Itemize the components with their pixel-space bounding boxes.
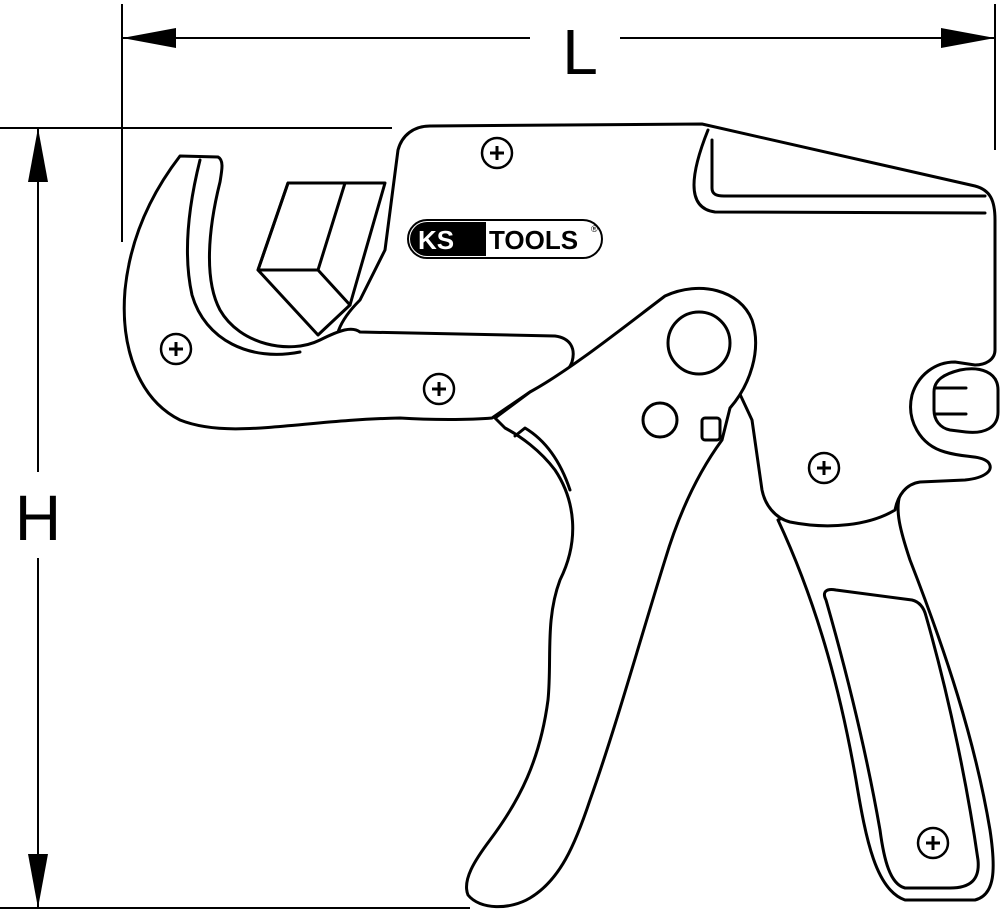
screw-top: [480, 136, 514, 170]
blade-block-edge: [316, 268, 352, 307]
brand-logo: KS TOOLS ®: [407, 219, 603, 259]
hook-jaw-inner-edge: [185, 158, 302, 356]
locking-knob: [932, 367, 1000, 434]
screw-jaw-left: [159, 332, 193, 366]
length-arrow-right: [941, 28, 995, 48]
length-label: L: [562, 16, 598, 88]
dimension-length: [121, 4, 996, 242]
screw-jaw-middle: [422, 372, 456, 406]
trigger-handle: [465, 287, 757, 909]
logo-black-capsule: [410, 222, 486, 256]
logo-brand-mark: KS: [418, 225, 454, 255]
logo-registered: ®: [591, 224, 598, 234]
screw-handle-bottom: [916, 826, 950, 860]
blade-guide-groove-inner: [710, 138, 987, 198]
height-arrow-top: [28, 128, 48, 182]
blade-block-front-face: [256, 181, 347, 272]
screws: [159, 136, 950, 860]
trigger-stop: [700, 416, 722, 442]
pivots: [641, 310, 732, 442]
dimension-height: [0, 127, 470, 909]
secondary-pivot: [641, 401, 679, 439]
locking-knob-ring: [934, 386, 968, 416]
height-label: H: [15, 482, 61, 554]
blade-guide-groove: [692, 128, 987, 215]
screw-body-rear: [807, 451, 841, 485]
height-arrow-bottom: [28, 854, 48, 908]
main-pivot: [666, 310, 732, 376]
rear-handle-grip-inset: [822, 588, 980, 890]
trigger-handle-bottom-edge: [513, 426, 572, 492]
logo-brand-name: TOOLS: [489, 225, 578, 255]
length-arrow-left: [122, 28, 176, 48]
rear-handle: [776, 468, 995, 902]
